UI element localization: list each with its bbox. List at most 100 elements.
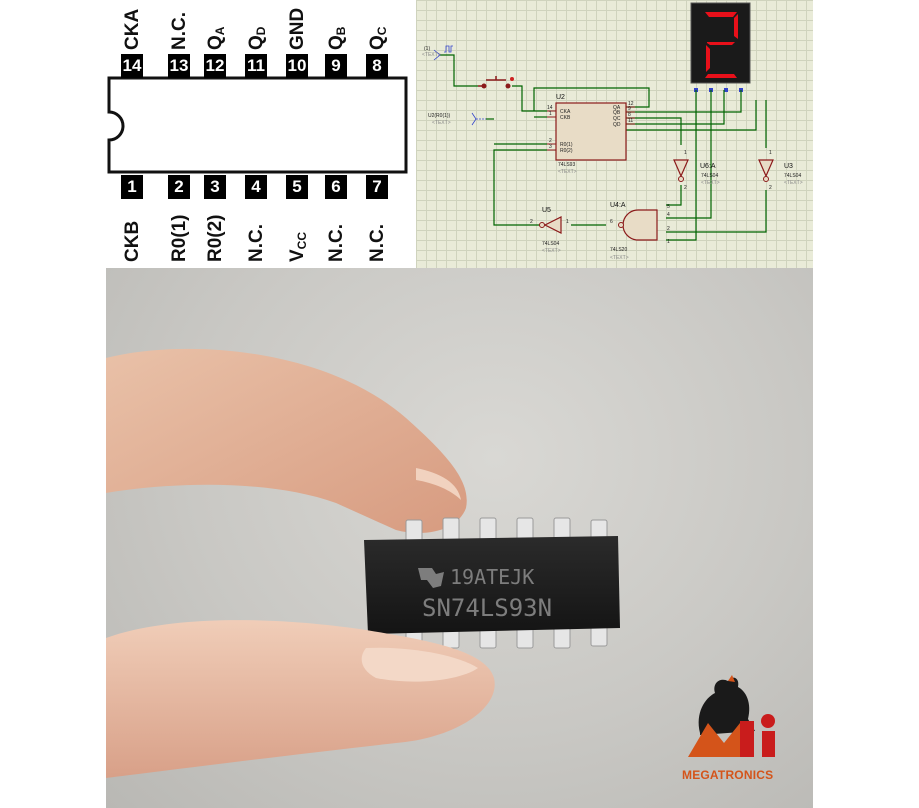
svg-text:1: 1 xyxy=(667,239,670,245)
fingernail xyxy=(416,468,461,500)
product-photo: 19ATEJK SN74LS93N Mi xyxy=(106,268,813,808)
pin-label-subscript: CC xyxy=(295,231,309,250)
pin-label-text: GND xyxy=(287,7,308,50)
svg-text:2: 2 xyxy=(549,138,552,144)
ti-logo-icon xyxy=(418,568,444,588)
pin-label-text: R0(2) xyxy=(205,214,226,262)
bottom-pin-label: N.C. xyxy=(326,224,348,262)
pin-label-text: CKB xyxy=(122,220,143,262)
svg-text:Mi: Mi xyxy=(680,673,682,674)
svg-text:74LS93: 74LS93 xyxy=(558,162,575,168)
top-pin-label: QC xyxy=(367,27,389,50)
clock-source: (1) <TEXT> xyxy=(422,45,453,61)
svg-text:QD: QD xyxy=(613,122,621,128)
thumbnail xyxy=(361,647,478,682)
svg-text:<TEXT>: <TEXT> xyxy=(558,169,577,175)
top-pin-label: QD xyxy=(246,27,268,50)
top-pin-number: 9 xyxy=(325,54,347,78)
svg-text:R0(1): R0(1) xyxy=(560,142,573,148)
svg-text:1: 1 xyxy=(769,150,772,156)
svg-text:<TEXT>: <TEXT> xyxy=(422,52,441,58)
svg-text:2: 2 xyxy=(667,226,670,232)
svg-text:5: 5 xyxy=(667,204,670,210)
svg-text:<TEXT>: <TEXT> xyxy=(542,248,561,254)
svg-text:R0(2): R0(2) xyxy=(560,148,573,154)
pin-label-text: Q xyxy=(326,35,347,50)
svg-text:U2: U2 xyxy=(556,94,565,101)
bottom-pin-number: 6 xyxy=(325,175,347,199)
bottom-pin-number: 2 xyxy=(168,175,190,199)
u4a-nand-gate: U4:A 74LS20 <TEXT> 5 4 2 1 6 xyxy=(610,202,670,261)
pin-label-subscript: D xyxy=(254,26,268,36)
pin-label-text: CKA xyxy=(122,8,143,50)
svg-text:11: 11 xyxy=(628,118,633,124)
svg-text:U5: U5 xyxy=(542,207,551,214)
probe-u2-r0: U2(R0(1)) <TEXT> xyxy=(428,112,486,126)
u3-inverter: U3 74LS04 <TEXT> 1 2 xyxy=(758,150,803,191)
svg-text:12: 12 xyxy=(628,101,634,107)
top-pin-label: QA xyxy=(205,27,227,50)
svg-text:1: 1 xyxy=(549,111,552,117)
bottom-pin-label: VCC xyxy=(287,232,309,262)
svg-text:3: 3 xyxy=(549,144,552,150)
wires xyxy=(440,54,767,241)
bottom-pin-label: CKB xyxy=(122,221,144,262)
pin-label-text: Q xyxy=(246,35,267,50)
pin-label-subscript: A xyxy=(213,26,227,36)
svg-text:(1): (1) xyxy=(424,46,430,52)
hand-holding-chip: 19ATEJK SN74LS93N xyxy=(106,348,620,778)
bottom-pin-number: 3 xyxy=(204,175,226,199)
svg-text:14: 14 xyxy=(547,105,553,111)
pin-label-text: Q xyxy=(367,35,388,50)
svg-text:U4:A: U4:A xyxy=(610,202,626,209)
svg-text:<TEXT>: <TEXT> xyxy=(701,180,720,186)
svg-text:U6:A: U6:A xyxy=(700,163,716,170)
top-pin-number: 13 xyxy=(168,54,190,78)
u5-inverter: U5 74LS04 <TEXT> 1 2 xyxy=(530,207,569,254)
sn74ls93n-chip xyxy=(364,536,620,634)
pin-label-text: Q xyxy=(205,35,226,50)
bottom-pin-number: 7 xyxy=(366,175,388,199)
svg-text:<TEXT>: <TEXT> xyxy=(432,120,451,126)
svg-text:6: 6 xyxy=(610,219,613,225)
pin-label-text: N.C. xyxy=(367,224,388,262)
svg-text:QB: QB xyxy=(613,110,621,116)
top-pin-number: 10 xyxy=(286,54,308,78)
bottom-pin-number: 5 xyxy=(286,175,308,199)
svg-text:74LS04: 74LS04 xyxy=(784,173,801,179)
pin-label-text: N.C. xyxy=(169,12,190,50)
pin-label-subscript: C xyxy=(375,26,389,36)
svg-text:<TEXT>: <TEXT> xyxy=(784,180,803,186)
top-pin-number: 11 xyxy=(245,54,267,78)
svg-text:2: 2 xyxy=(530,219,533,225)
svg-text:<TEXT>: <TEXT> xyxy=(610,255,629,261)
svg-text:74LS20: 74LS20 xyxy=(610,247,627,253)
bottom-pin-number: 1 xyxy=(121,175,143,199)
reset-push-button[interactable] xyxy=(478,76,514,89)
bottom-pin-number: 4 xyxy=(245,175,267,199)
bottom-pin-label: R0(2) xyxy=(205,214,227,262)
svg-text:74LS04: 74LS04 xyxy=(542,241,559,247)
megatronics-logo-icon: Mi xyxy=(680,673,775,757)
svg-text:U3: U3 xyxy=(784,163,793,170)
pin-label-text: V xyxy=(287,249,308,262)
chip-marking-lot: 19ATEJK xyxy=(450,565,534,589)
index-finger xyxy=(106,348,467,534)
thumb xyxy=(106,620,495,778)
svg-text:2: 2 xyxy=(769,185,772,191)
bottom-pin-label: N.C. xyxy=(246,224,268,262)
pin-label-text: R0(1) xyxy=(169,214,190,262)
svg-text:QA: QA xyxy=(613,105,621,111)
svg-text:9: 9 xyxy=(628,106,631,112)
svg-text:CKB: CKB xyxy=(560,115,571,121)
svg-text:4: 4 xyxy=(667,212,670,218)
top-pin-number: 12 xyxy=(204,54,226,78)
brand-name: MEGATRONICS xyxy=(682,768,774,782)
pin-label-subscript: B xyxy=(334,26,348,36)
svg-text:1: 1 xyxy=(566,219,569,225)
bottom-pin-label: N.C. xyxy=(367,224,389,262)
u6a-inverter: U6:A 74LS04 <TEXT> 1 2 xyxy=(673,150,720,191)
pin-label-text: N.C. xyxy=(326,224,347,262)
circuit-schematic: 2 (1) <TEXT> xyxy=(422,2,803,261)
